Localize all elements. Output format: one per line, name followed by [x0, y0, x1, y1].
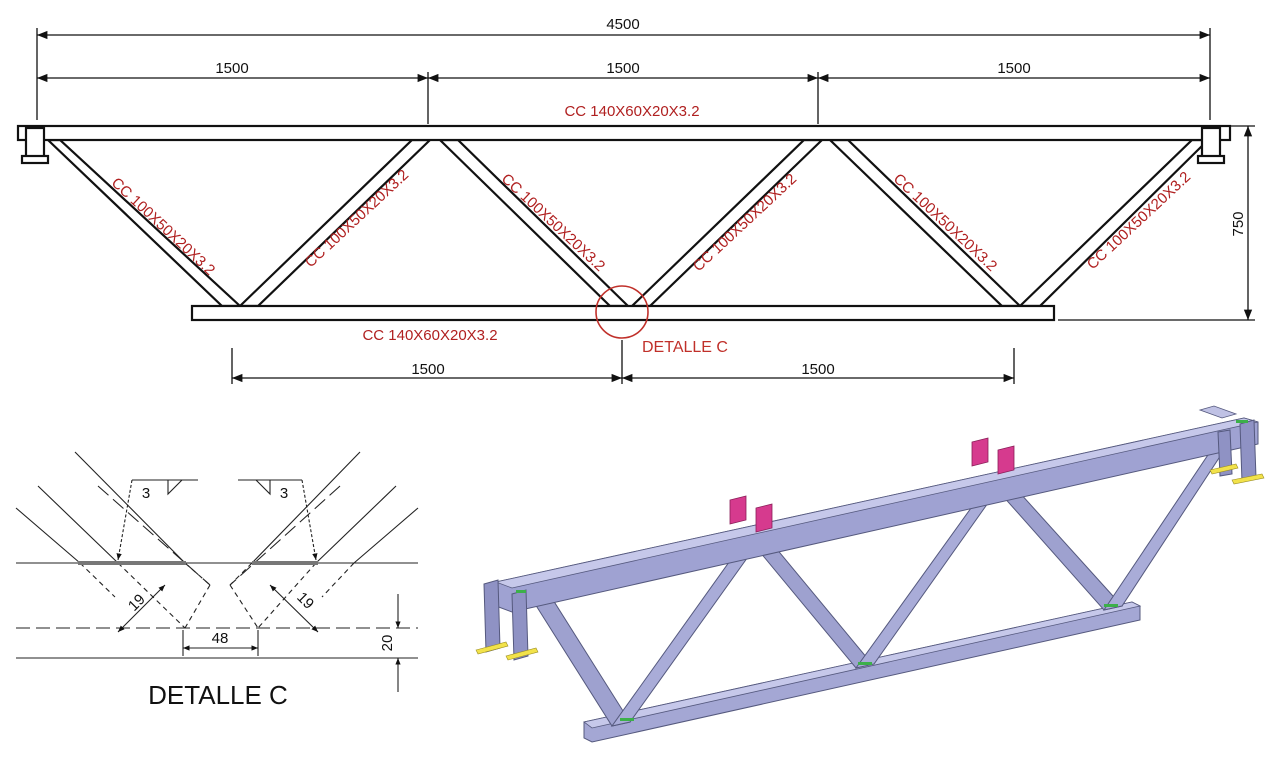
dim-top-span-1: 1500	[215, 60, 248, 77]
diagonal-label-5: CC 100X50X20X3.2	[890, 170, 1000, 275]
dim-gap-text: 48	[212, 630, 229, 647]
dim-19-left: 19	[117, 584, 166, 633]
diagonal-label-6: CC 100X50X20X3.2	[1084, 168, 1194, 273]
dim-height-text: 750	[1230, 211, 1247, 236]
dim-bottom-span-2: 1500	[801, 361, 834, 378]
dim-top-span-3: 1500	[997, 60, 1030, 77]
dim-top-spans: 1500 1500 1500	[37, 60, 1210, 124]
support-left	[20, 126, 50, 165]
support-right	[1196, 126, 1226, 165]
bottom-chord-label: CC 140X60X20X3.2	[362, 327, 497, 344]
diagonal-members	[45, 138, 1211, 308]
dim-20: 20	[379, 594, 401, 692]
detail-c-callout: DETALLE C	[642, 339, 728, 356]
detail-c-view: 3 3 19 19 48 20 DET	[15, 451, 419, 710]
weld-size-right: 3	[280, 485, 288, 502]
top-chord	[16, 124, 1232, 142]
dim-bottom-spans: 1500 1500	[231, 340, 1015, 384]
diagonal-label-2: CC 100X50X20X3.2	[302, 166, 412, 271]
weld-symbol-right: 3	[238, 479, 318, 561]
dim-48: 48	[182, 630, 259, 656]
dim-height: 750	[1058, 125, 1255, 321]
dim-bottom-span-1: 1500	[411, 361, 444, 378]
diagonal-label-4: CC 100X50X20X3.2	[690, 170, 800, 275]
bottom-chord	[190, 304, 1056, 322]
dim-overall-text: 4500	[606, 16, 639, 33]
elevation-view: 4500 1500 1500 1500	[16, 16, 1255, 384]
dim-left-text: 19	[125, 591, 149, 615]
diagonal-label-1: CC 100X50X20X3.2	[108, 174, 218, 279]
weld-symbol-left: 3	[116, 479, 198, 561]
top-chord-label: CC 140X60X20X3.2	[564, 103, 699, 120]
weld-size-left: 3	[142, 485, 150, 502]
detail-title: DETALLE C	[148, 680, 288, 710]
isometric-view	[475, 405, 1265, 743]
dim-right-text: 19	[293, 589, 317, 613]
dim-top-span-2: 1500	[606, 60, 639, 77]
detail-c-circle	[595, 285, 649, 339]
dim-19-right: 19	[269, 584, 319, 633]
dim-offset-text: 20	[379, 635, 396, 652]
dim-overall: 4500	[36, 16, 1211, 120]
diagonal-label-3: CC 100X50X20X3.2	[498, 170, 608, 275]
